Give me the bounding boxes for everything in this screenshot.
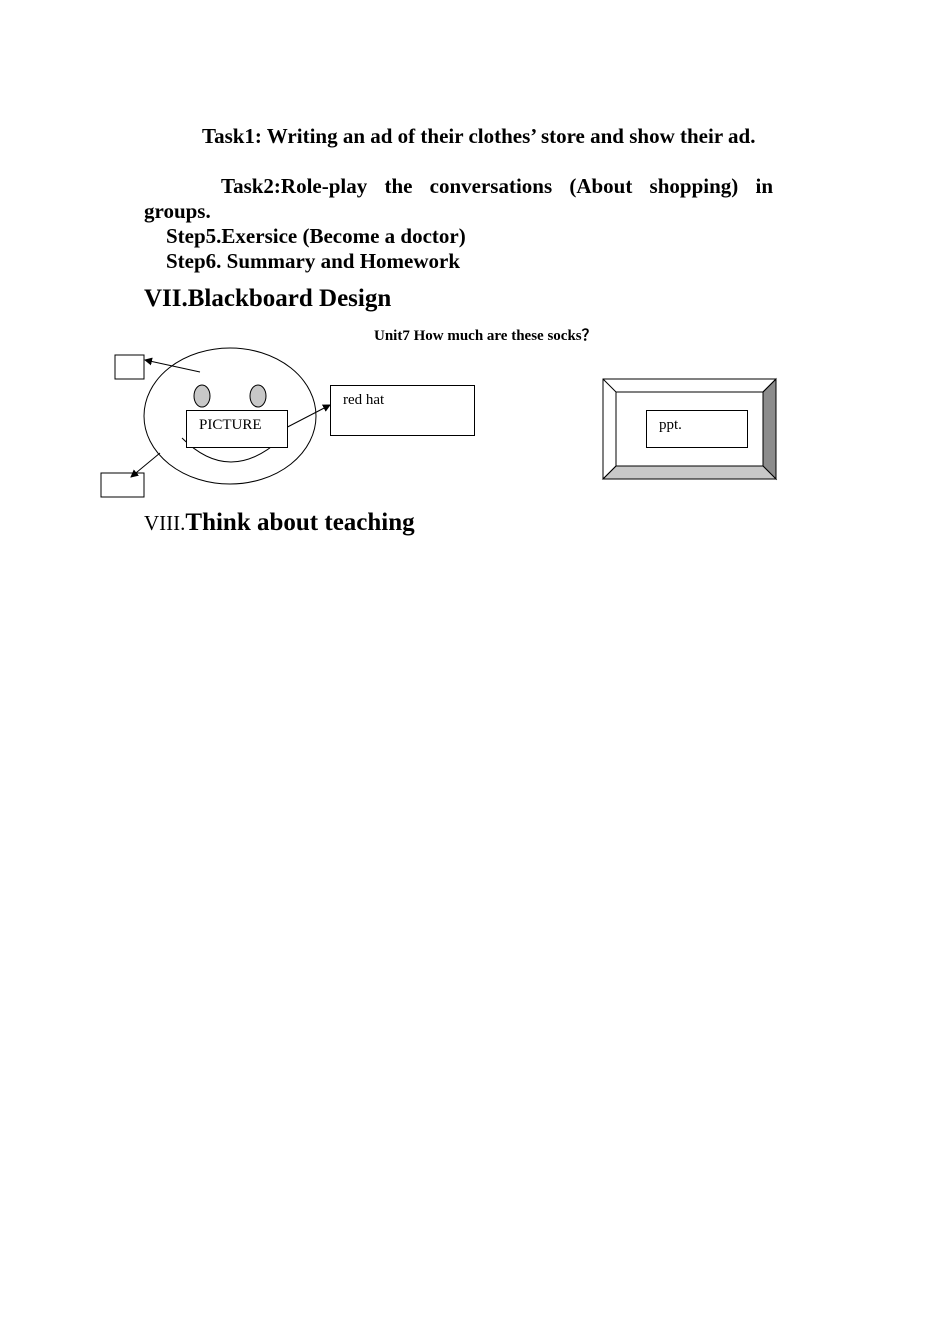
arrow-to-top-box <box>144 357 201 373</box>
red-hat-box: red hat <box>330 385 475 436</box>
red-hat-label: red hat <box>343 392 385 408</box>
ppt-frame-corner-tr <box>762 378 777 393</box>
ppt-frame-corner-bl <box>602 465 617 480</box>
step6-text: Step6. Summary and Homework <box>166 249 461 273</box>
ppt-frame-bottom-bevel <box>601 465 778 480</box>
picture-label: PICTURE <box>199 417 262 433</box>
empty-box-bottom <box>100 472 145 498</box>
step5-text: Step5.Exersice (Become a doctor) <box>166 224 466 248</box>
face-outline <box>143 347 317 485</box>
task1-text: Task1: Writing an ad of their clothes’ s… <box>202 124 756 148</box>
ppt-frame-right-bevel <box>762 377 777 481</box>
section-viii-prefix: VIII. <box>144 511 186 535</box>
right-eye <box>249 384 267 408</box>
section-vii-heading: VII.Blackboard Design <box>144 285 392 312</box>
ppt-frame-corner-tl <box>602 378 617 393</box>
ppt-box: ppt. <box>646 410 748 448</box>
task2-text: Task2:Role-play the conversations (About… <box>144 174 773 223</box>
arrow-to-bottom-box <box>130 452 161 478</box>
picture-box: PICTURE <box>186 410 288 448</box>
empty-box-top <box>114 354 145 380</box>
section-viii-heading: VIII.Think about teaching <box>144 508 415 538</box>
ppt-label: ppt. <box>659 417 682 433</box>
left-eye <box>193 384 211 408</box>
section-viii-title: Think about teaching <box>185 509 415 536</box>
board-title: Unit7 How much are these socks？ <box>374 328 597 344</box>
